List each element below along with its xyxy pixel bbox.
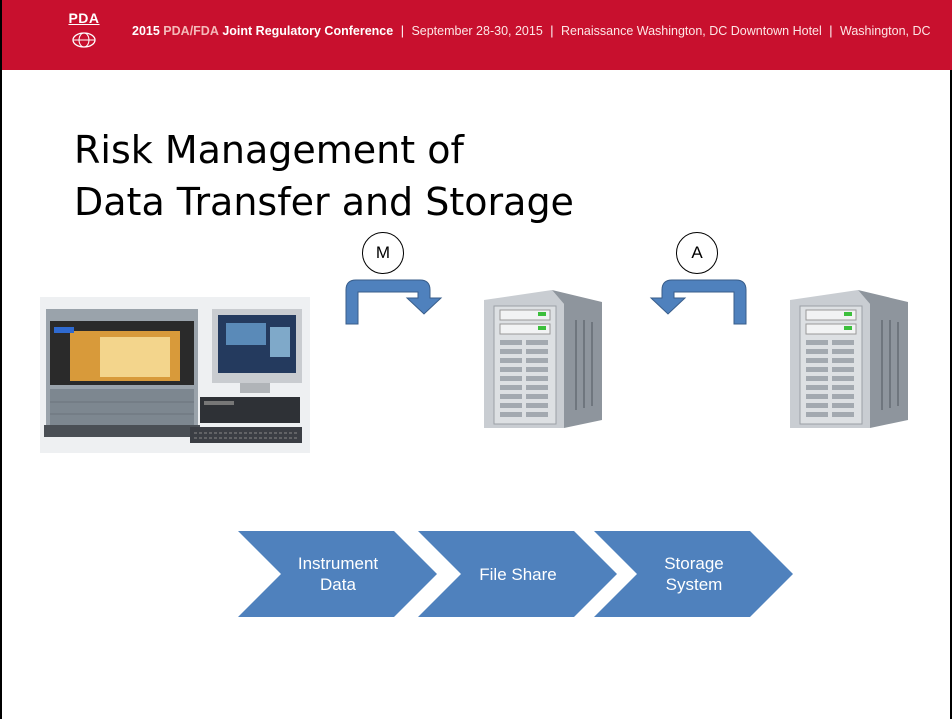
process-step-label: Instrument Data: [297, 554, 379, 594]
manual-transfer-marker: M: [362, 232, 404, 274]
automatic-transfer-marker: A: [676, 232, 718, 274]
separator: |: [550, 24, 554, 38]
process-step-chevron: [418, 531, 617, 617]
server-tower-icon: [484, 290, 602, 428]
process-step-chevron: [238, 531, 437, 617]
laboratory-instrument-image: [40, 297, 310, 453]
pda-logo-icon: PDA: [62, 10, 106, 52]
curved-arrow-right-icon: [345, 279, 443, 325]
separator: |: [400, 24, 404, 38]
conference-org: PDA/FDA: [163, 24, 219, 38]
slide-title: Risk Management of Data Transfer and Sto…: [74, 124, 574, 228]
title-line-2: Data Transfer and Storage: [74, 180, 574, 224]
process-step-label: File Share: [479, 564, 557, 584]
logo-text: PDA: [68, 10, 100, 26]
process-step-chevron: [594, 531, 793, 617]
title-line-1: Risk Management of: [74, 128, 464, 172]
conference-header-bar: PDA 2015 PDA/FDA Joint Regulatory Confer…: [2, 0, 952, 70]
conference-venue: Renaissance Washington, DC Downtown Hote…: [561, 24, 822, 38]
separator: |: [829, 24, 833, 38]
conference-name: Joint Regulatory Conference: [222, 24, 394, 38]
conference-year: 2015: [132, 24, 160, 38]
conference-dates: September 28-30, 2015: [411, 24, 543, 38]
process-step-label: Storage System: [664, 554, 724, 594]
server-tower-icon: [790, 290, 908, 428]
globe-icon: [72, 32, 96, 48]
conference-info: 2015 PDA/FDA Joint Regulatory Conference…: [132, 24, 931, 38]
conference-city: Washington, DC: [840, 24, 931, 38]
curved-arrow-left-icon: [649, 279, 747, 325]
